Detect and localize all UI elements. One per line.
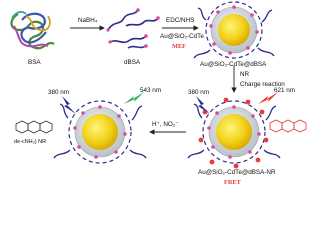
excitation-bolt-right: [196, 96, 210, 114]
label-dbsa: dBSA: [124, 59, 141, 66]
scheme-graphics: [10, 1, 307, 169]
nanoparticle-left: [53, 100, 147, 164]
dbsa-chains: [107, 9, 159, 49]
label-h-no2: H⁺, NO₂⁻: [152, 121, 179, 128]
label-au-sio2-cdte-dbsa-nr: Au@SiO₂-CdTe@dBSA-NR: [198, 169, 276, 176]
label-charge-reaction: Charge reaction: [240, 81, 285, 88]
label-de-nr: de-cNH₂) NR: [14, 139, 47, 145]
label-fret: FRET: [224, 179, 241, 186]
excitation-bolt-left: [62, 96, 76, 114]
label-au-sio2-cdte-dbsa: Au@SiO₂-CdTe@dBSA: [200, 61, 267, 68]
dbsa-thiol-ends: [106, 8, 160, 48]
label-621nm: 621 nm: [274, 87, 296, 94]
nanoparticle-right: [187, 97, 281, 169]
label-543nm: 543 nm: [140, 87, 162, 94]
nanoparticle-top: [193, 1, 275, 59]
label-380nm-right: 380 nm: [188, 89, 210, 96]
label-bsa: BSA: [28, 59, 41, 66]
label-au-sio2-cdte: Au@SiO₂-CdTe: [160, 33, 204, 40]
label-edc-nhs: EDC/NHS: [166, 17, 195, 24]
bsa-protein-structure: [10, 11, 55, 50]
de-nr-molecule: [15, 120, 53, 134]
nr-dye-dots: [198, 97, 269, 169]
emission-bolt-green: [124, 92, 144, 104]
label-nr: NR: [240, 71, 250, 78]
nr-molecule: [269, 119, 307, 133]
label-380nm-left: 380 nm: [48, 89, 70, 96]
emission-bolt-red: [258, 92, 278, 104]
label-nabh4: NaBH₄: [78, 17, 98, 24]
label-mef: MEF: [172, 43, 186, 50]
scheme-canvas: BSA NaBH₄ dBSA EDC/NHS Au@SiO₂-CdTe MEF …: [10, 1, 307, 186]
